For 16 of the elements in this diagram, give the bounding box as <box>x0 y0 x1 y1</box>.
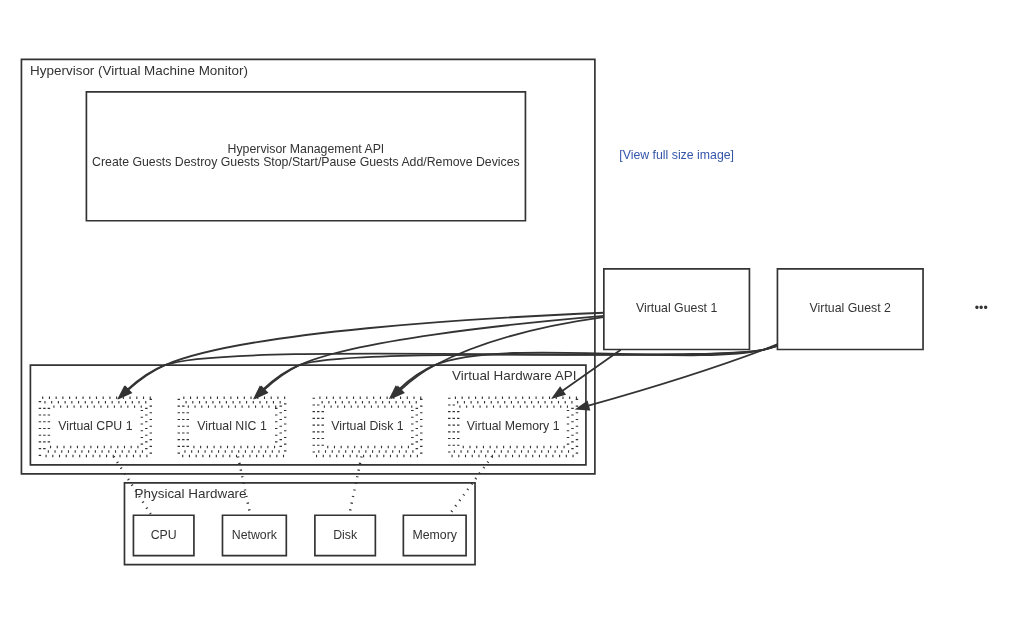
node-box: Disk <box>314 514 377 557</box>
node-box: Virtual CPU 1 <box>38 396 153 458</box>
node-box: Virtual Guest 1 <box>603 268 751 351</box>
connector <box>112 455 153 516</box>
node-box: Virtual NIC 1 <box>177 396 287 458</box>
node-box: Network <box>221 514 288 557</box>
label: [View full size image] <box>619 148 735 163</box>
arrow <box>551 348 622 399</box>
node-box: Virtual Guest 2 <box>776 268 924 351</box>
node-box: Hypervisor Management API Create Guests Destroy Guests Stop/Start/Pause Guests Add/Remove Devices <box>85 91 527 222</box>
node-box: CPU <box>132 514 195 557</box>
node-box: Virtual Disk 1 <box>312 396 423 458</box>
arrow <box>574 343 779 411</box>
node-box: Virtual Memory 1 <box>448 396 579 458</box>
node-box: Memory <box>402 514 467 557</box>
label: ••• <box>974 301 988 316</box>
